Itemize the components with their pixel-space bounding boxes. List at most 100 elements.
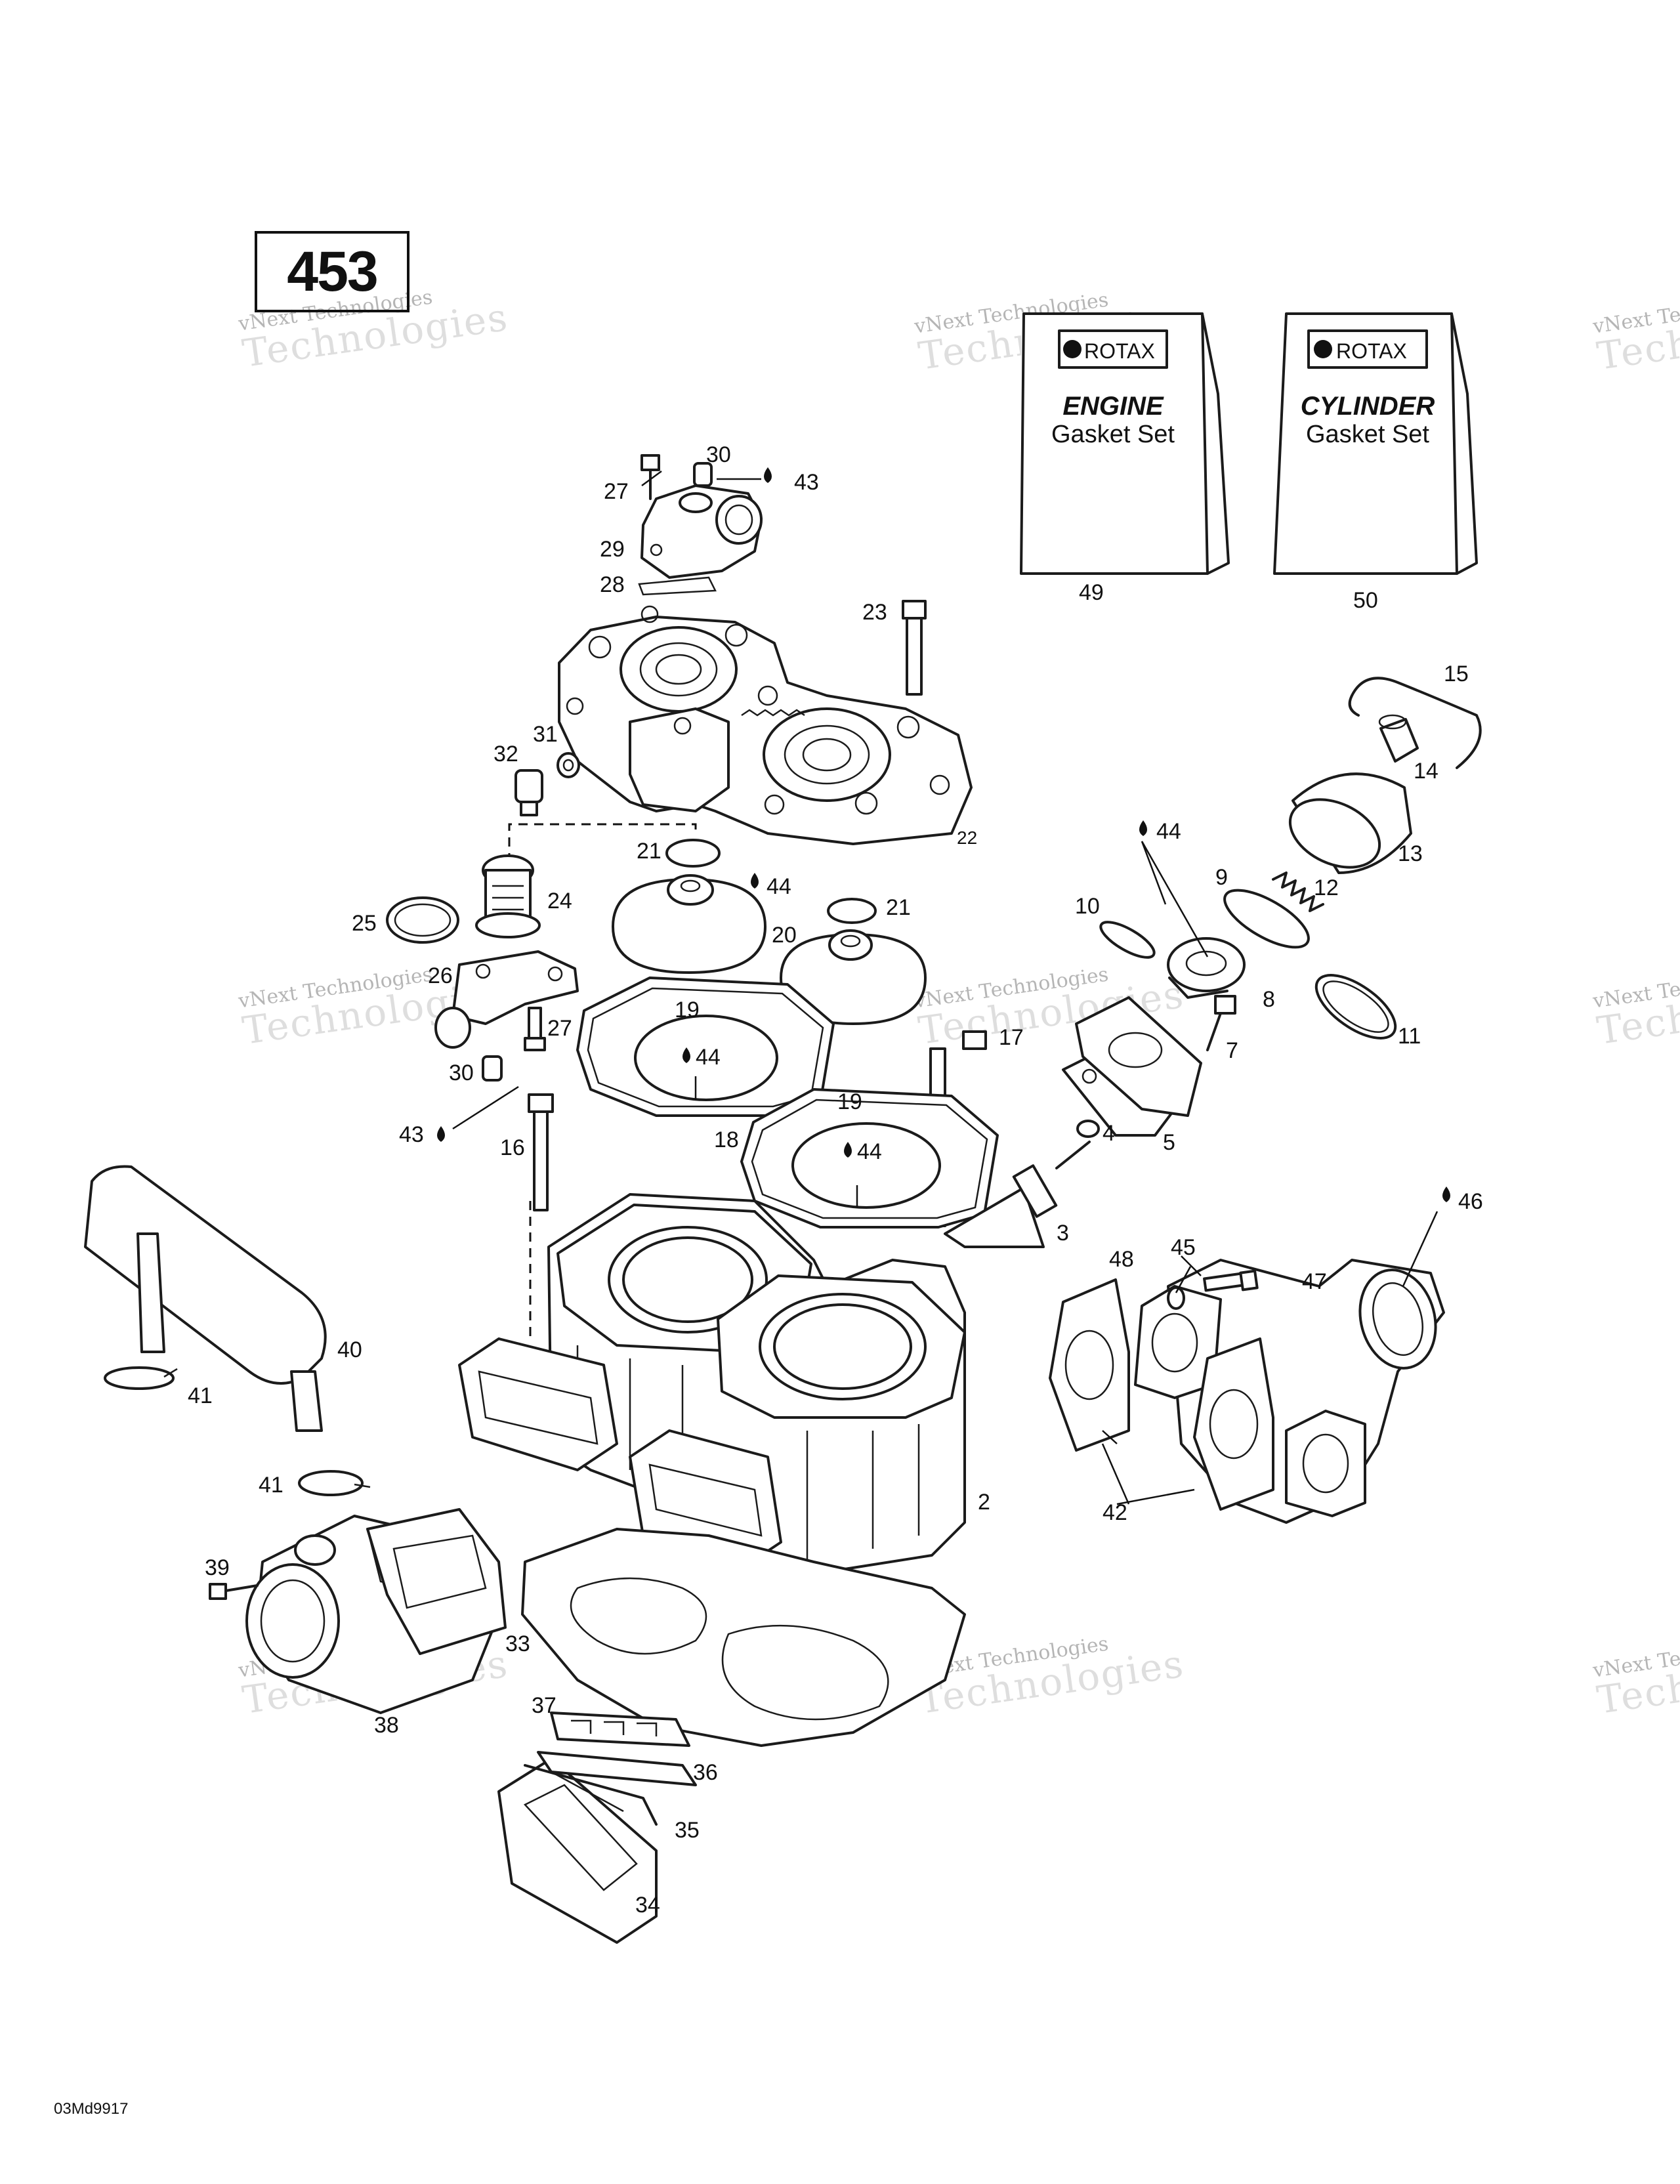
callout-44a: 44 xyxy=(1156,819,1181,844)
callout-35: 35 xyxy=(675,1818,700,1843)
callout-44c: 44 xyxy=(696,1045,721,1070)
callout-14: 14 xyxy=(1414,759,1438,784)
callout-36: 36 xyxy=(693,1760,718,1785)
svg-text:Gasket Set: Gasket Set xyxy=(1051,421,1175,448)
o-ring-part-25 xyxy=(386,896,459,944)
callout-42: 42 xyxy=(1102,1500,1127,1525)
callout-33: 33 xyxy=(505,1631,530,1656)
callout-8: 8 xyxy=(1263,987,1275,1012)
callout-16: 16 xyxy=(500,1135,525,1160)
bolt-part-7 xyxy=(1206,995,1236,1051)
reed-petal-part-35 xyxy=(524,1764,658,1826)
callout-12: 12 xyxy=(1314,875,1339,900)
callout-49: 49 xyxy=(1079,580,1104,605)
callout-20: 20 xyxy=(772,923,797,948)
callout-48: 48 xyxy=(1109,1247,1134,1272)
thermostat-part-24 xyxy=(475,854,541,938)
valve-cover-part-13 xyxy=(1288,772,1412,874)
callout-30b: 30 xyxy=(449,1060,474,1085)
callout-27a: 27 xyxy=(604,479,629,504)
exhaust-valve-part-3 xyxy=(944,1141,1091,1248)
cylinder-head-part-22 xyxy=(558,605,973,845)
callout-7: 7 xyxy=(1226,1038,1238,1063)
bolt-part-27 xyxy=(640,454,660,500)
callout-13: 13 xyxy=(1398,841,1423,866)
callout-2: 2 xyxy=(978,1490,990,1515)
sealant-drop-icon xyxy=(1442,1186,1450,1202)
piston-part-8 xyxy=(1167,937,1246,999)
callout-23: 23 xyxy=(862,600,887,625)
callout-4: 4 xyxy=(1102,1121,1115,1146)
callout-41b: 41 xyxy=(259,1473,284,1498)
callout-44b: 44 xyxy=(766,874,791,899)
callout-40: 40 xyxy=(337,1337,362,1362)
water-hose-part-40 xyxy=(84,1165,327,1432)
bolt-part-45 xyxy=(1203,1269,1259,1292)
callout-38: 38 xyxy=(374,1713,399,1738)
callout-46: 46 xyxy=(1458,1189,1483,1214)
plug-part-30 xyxy=(693,462,713,487)
cylinder-manual-booklet: ROTAX CYLINDER Gasket Set xyxy=(1273,312,1478,575)
callout-28: 28 xyxy=(600,572,625,597)
callout-31: 31 xyxy=(533,722,558,747)
head-gasket-part-18 xyxy=(576,976,999,1228)
callout-37: 37 xyxy=(532,1693,556,1718)
svg-text:ROTAX: ROTAX xyxy=(1336,339,1407,363)
bolt-part-27-lower xyxy=(524,1007,546,1051)
svg-text:CYLINDER: CYLINDER xyxy=(1301,392,1435,421)
sealant-drop-icon xyxy=(764,467,772,483)
callout-34: 34 xyxy=(635,1893,660,1918)
exhaust-gasket-part-42 xyxy=(1049,1278,1274,1511)
sealant-drop-icon xyxy=(751,873,759,889)
callout-43a: 43 xyxy=(794,470,819,495)
exhaust-manifold-part-47 xyxy=(1134,1259,1445,1524)
spring-part-12 xyxy=(1272,872,1324,912)
callouts: 2 3 4 5 7 8 9 10 11 12 13 14 15 16 17 18… xyxy=(188,442,1483,1918)
bolt-part-23 xyxy=(902,600,927,696)
callout-17: 17 xyxy=(999,1025,1024,1050)
reed-stop-part-36 xyxy=(537,1751,697,1786)
washer-part-48 xyxy=(1167,1286,1185,1310)
cylinder-part-2 xyxy=(458,1193,966,1576)
callout-19b: 19 xyxy=(837,1089,862,1114)
sealant-drop-icon xyxy=(844,1142,852,1158)
callout-43b: 43 xyxy=(399,1122,424,1147)
reed-valve-part-33 xyxy=(366,1508,507,1655)
sealant-drop-icon xyxy=(682,1047,690,1063)
callout-19a: 19 xyxy=(675,998,700,1022)
callout-22: 22 xyxy=(957,828,977,848)
callout-11: 11 xyxy=(1398,1024,1421,1049)
callout-45: 45 xyxy=(1171,1235,1196,1260)
callout-15: 15 xyxy=(1444,662,1469,686)
svg-text:Gasket Set: Gasket Set xyxy=(1306,421,1429,448)
diagram-code-box: 453 xyxy=(255,231,410,312)
callout-30a: 30 xyxy=(706,442,731,467)
callout-10: 10 xyxy=(1075,894,1100,919)
combustion-insert-part-20 xyxy=(612,874,927,1025)
spring-clip-part-15 xyxy=(1348,677,1482,769)
rotax-logo-icon xyxy=(1063,340,1082,358)
callout-5: 5 xyxy=(1163,1130,1175,1155)
screw-part-39 xyxy=(209,1583,259,1600)
callout-25: 25 xyxy=(352,911,377,936)
plug-part-30-lower xyxy=(482,1055,503,1082)
sealant-drop-icon xyxy=(437,1126,445,1142)
base-gasket xyxy=(521,1528,966,1747)
hose-clamp-part-41 xyxy=(104,1366,371,1496)
callout-21a: 21 xyxy=(637,839,662,864)
rotax-logo-icon xyxy=(1314,340,1332,358)
callout-21b: 21 xyxy=(886,895,911,920)
callout-41a: 41 xyxy=(188,1383,213,1408)
outlet-elbow-part-26 xyxy=(434,950,579,1049)
callout-3: 3 xyxy=(1057,1221,1069,1246)
thermostat-housing-part-29 xyxy=(638,484,763,596)
callout-9: 9 xyxy=(1215,865,1228,890)
callout-27b: 27 xyxy=(547,1016,572,1041)
washer-part-31 xyxy=(556,752,580,778)
callout-39: 39 xyxy=(205,1555,230,1580)
o-ring-part-9 xyxy=(1223,889,1310,949)
o-ring-part-21 xyxy=(665,839,877,924)
callout-44d: 44 xyxy=(857,1139,882,1164)
stud-part-16 xyxy=(528,1093,554,1211)
